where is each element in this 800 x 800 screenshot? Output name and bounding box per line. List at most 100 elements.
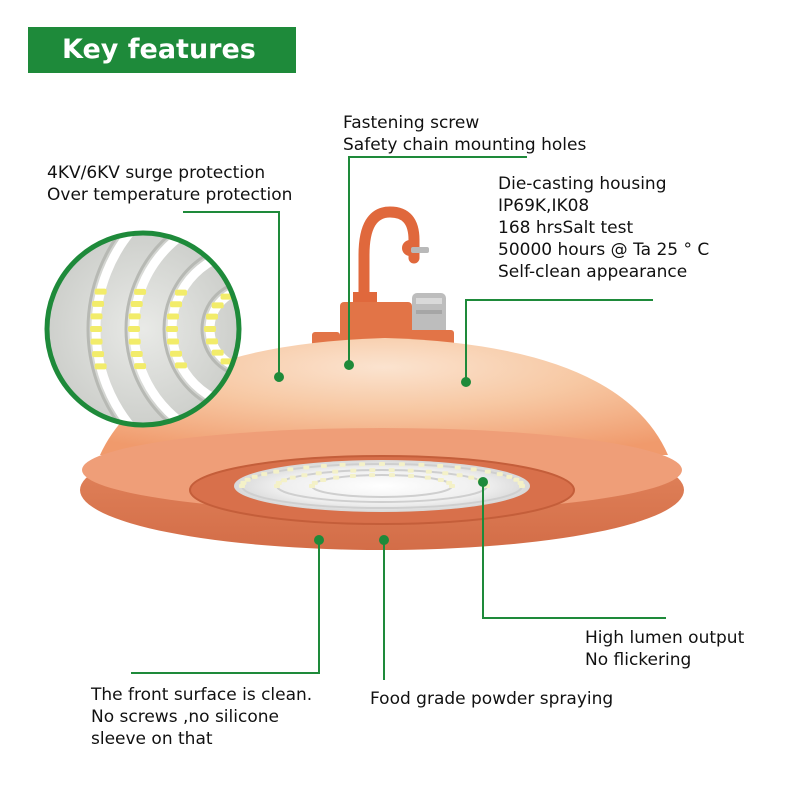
led-chip-icon [311, 480, 318, 485]
led-chip-icon [456, 473, 463, 478]
led-chip-icon [349, 473, 356, 478]
led-chip-icon [134, 363, 147, 370]
led-chip-icon [333, 475, 340, 480]
led-chip-icon [350, 468, 357, 473]
led-chip-icon [513, 477, 520, 482]
led-chip-icon [369, 473, 376, 478]
led-chip-icon [442, 471, 449, 476]
led-chip-icon [204, 326, 216, 332]
led-chip-icon [90, 326, 102, 332]
led-chip-icon [174, 362, 187, 369]
dot-front [314, 535, 324, 545]
led-chip-icon [315, 471, 322, 476]
led-chip-icon [205, 338, 218, 345]
led-chip-icon [506, 474, 513, 479]
led-chip-icon [281, 478, 288, 483]
led-chip-icon [425, 469, 432, 474]
callout-line: 168 hrsSalt test [498, 218, 634, 238]
led-lens [234, 460, 530, 512]
led-chip-icon [167, 338, 180, 345]
led-chip-icon [94, 288, 107, 295]
led-chip-icon [437, 463, 444, 468]
zoom-ring-edge [162, 241, 239, 417]
led-chip-icon [220, 358, 233, 365]
led-chip-icon [128, 338, 141, 345]
key-features-banner: Key features [28, 27, 296, 73]
led-chip-icon [332, 469, 339, 474]
led-chip-icon [517, 480, 524, 485]
led-chip-icon [174, 289, 187, 296]
callout-dots [274, 360, 488, 545]
led-chip-icon [170, 350, 183, 357]
led-chip-icon [379, 462, 385, 466]
banner-title: Key features [62, 34, 256, 65]
callout-front: The front surface is clean. No screws ,n… [91, 684, 312, 750]
led-chip-icon [407, 468, 414, 473]
led-chip-icon [92, 300, 105, 307]
led-chip-icon [398, 462, 405, 467]
led-chip-icon [289, 475, 296, 480]
led-chip-icon [251, 474, 258, 479]
led-chip-icon [339, 462, 346, 467]
callout-line: High lumen output [585, 628, 745, 648]
callout-line: Fastening screw [343, 113, 480, 133]
led-chip-icon [240, 480, 247, 485]
callout-line: Over temperature protection [47, 185, 293, 205]
callout-lumen: High lumen output No flickering [585, 627, 744, 671]
led-chip-icon [90, 313, 103, 320]
led-chip-icon [388, 473, 395, 478]
led-chip-icon [369, 468, 376, 473]
led-chip-icon [220, 293, 233, 300]
led-array [239, 462, 525, 509]
led-chip-icon [167, 313, 180, 320]
led-chip-icon [128, 313, 141, 320]
led-chip-icon [130, 351, 143, 358]
led-chip-icon [166, 326, 178, 332]
led-chip-icon [496, 472, 503, 477]
led-chip-icon [170, 301, 183, 308]
zoom-ring-edge [86, 233, 239, 425]
callout-line: IP69K,IK08 [498, 196, 590, 216]
led-chip-icon [211, 349, 224, 356]
led-chip-icon [211, 302, 224, 309]
callout-line: 50000 hours @ Ta 25 ° C [498, 240, 710, 260]
led-chip-icon [303, 465, 310, 470]
mounting-block [340, 302, 412, 348]
led-chip-icon [437, 478, 444, 483]
callout-line: Die-casting housing [498, 174, 667, 194]
callout-housing: Die-casting housing IP69K,IK08 168 hrsSa… [498, 173, 709, 283]
zoom-ring-edge [124, 233, 239, 425]
led-chip-icon [449, 484, 455, 488]
led-chip-icon [424, 475, 431, 480]
zoom-ring-edge [200, 279, 239, 379]
callout-leaders [131, 156, 666, 680]
led-chip-icon [205, 313, 218, 320]
callout-line: Self-clean appearance [498, 262, 688, 282]
led-chip-icon [90, 338, 103, 345]
callout-line: No screws ,no silicone [91, 707, 279, 727]
die-cast-dome [100, 338, 668, 455]
led-detail-zoom [44, 230, 242, 428]
dot-lumen [478, 477, 488, 487]
led-chip-icon [239, 484, 245, 488]
led-chip-icon [134, 288, 147, 295]
led-chip-icon [470, 467, 477, 472]
callout-line: Safety chain mounting holes [343, 135, 587, 155]
callout-line: The front surface is clean. [91, 685, 313, 705]
callout-line: Food grade powder spraying [370, 689, 614, 709]
callout-powder: Food grade powder spraying [370, 688, 613, 710]
led-chip-icon [418, 462, 425, 467]
led-chip-icon [468, 475, 475, 480]
led-chip-icon [320, 463, 327, 468]
led-chip-icon [484, 469, 491, 474]
dot-powder [379, 535, 389, 545]
callout-surge: 4KV/6KV surge protection Over temperatur… [47, 162, 292, 206]
led-chip-icon [287, 467, 294, 472]
led-chip-icon [130, 300, 143, 307]
led-chip-icon [454, 465, 461, 470]
callout-line: No flickering [585, 650, 692, 670]
led-chip-icon [244, 477, 251, 482]
led-chip-icon [301, 473, 308, 478]
led-chip-icon [94, 363, 107, 370]
